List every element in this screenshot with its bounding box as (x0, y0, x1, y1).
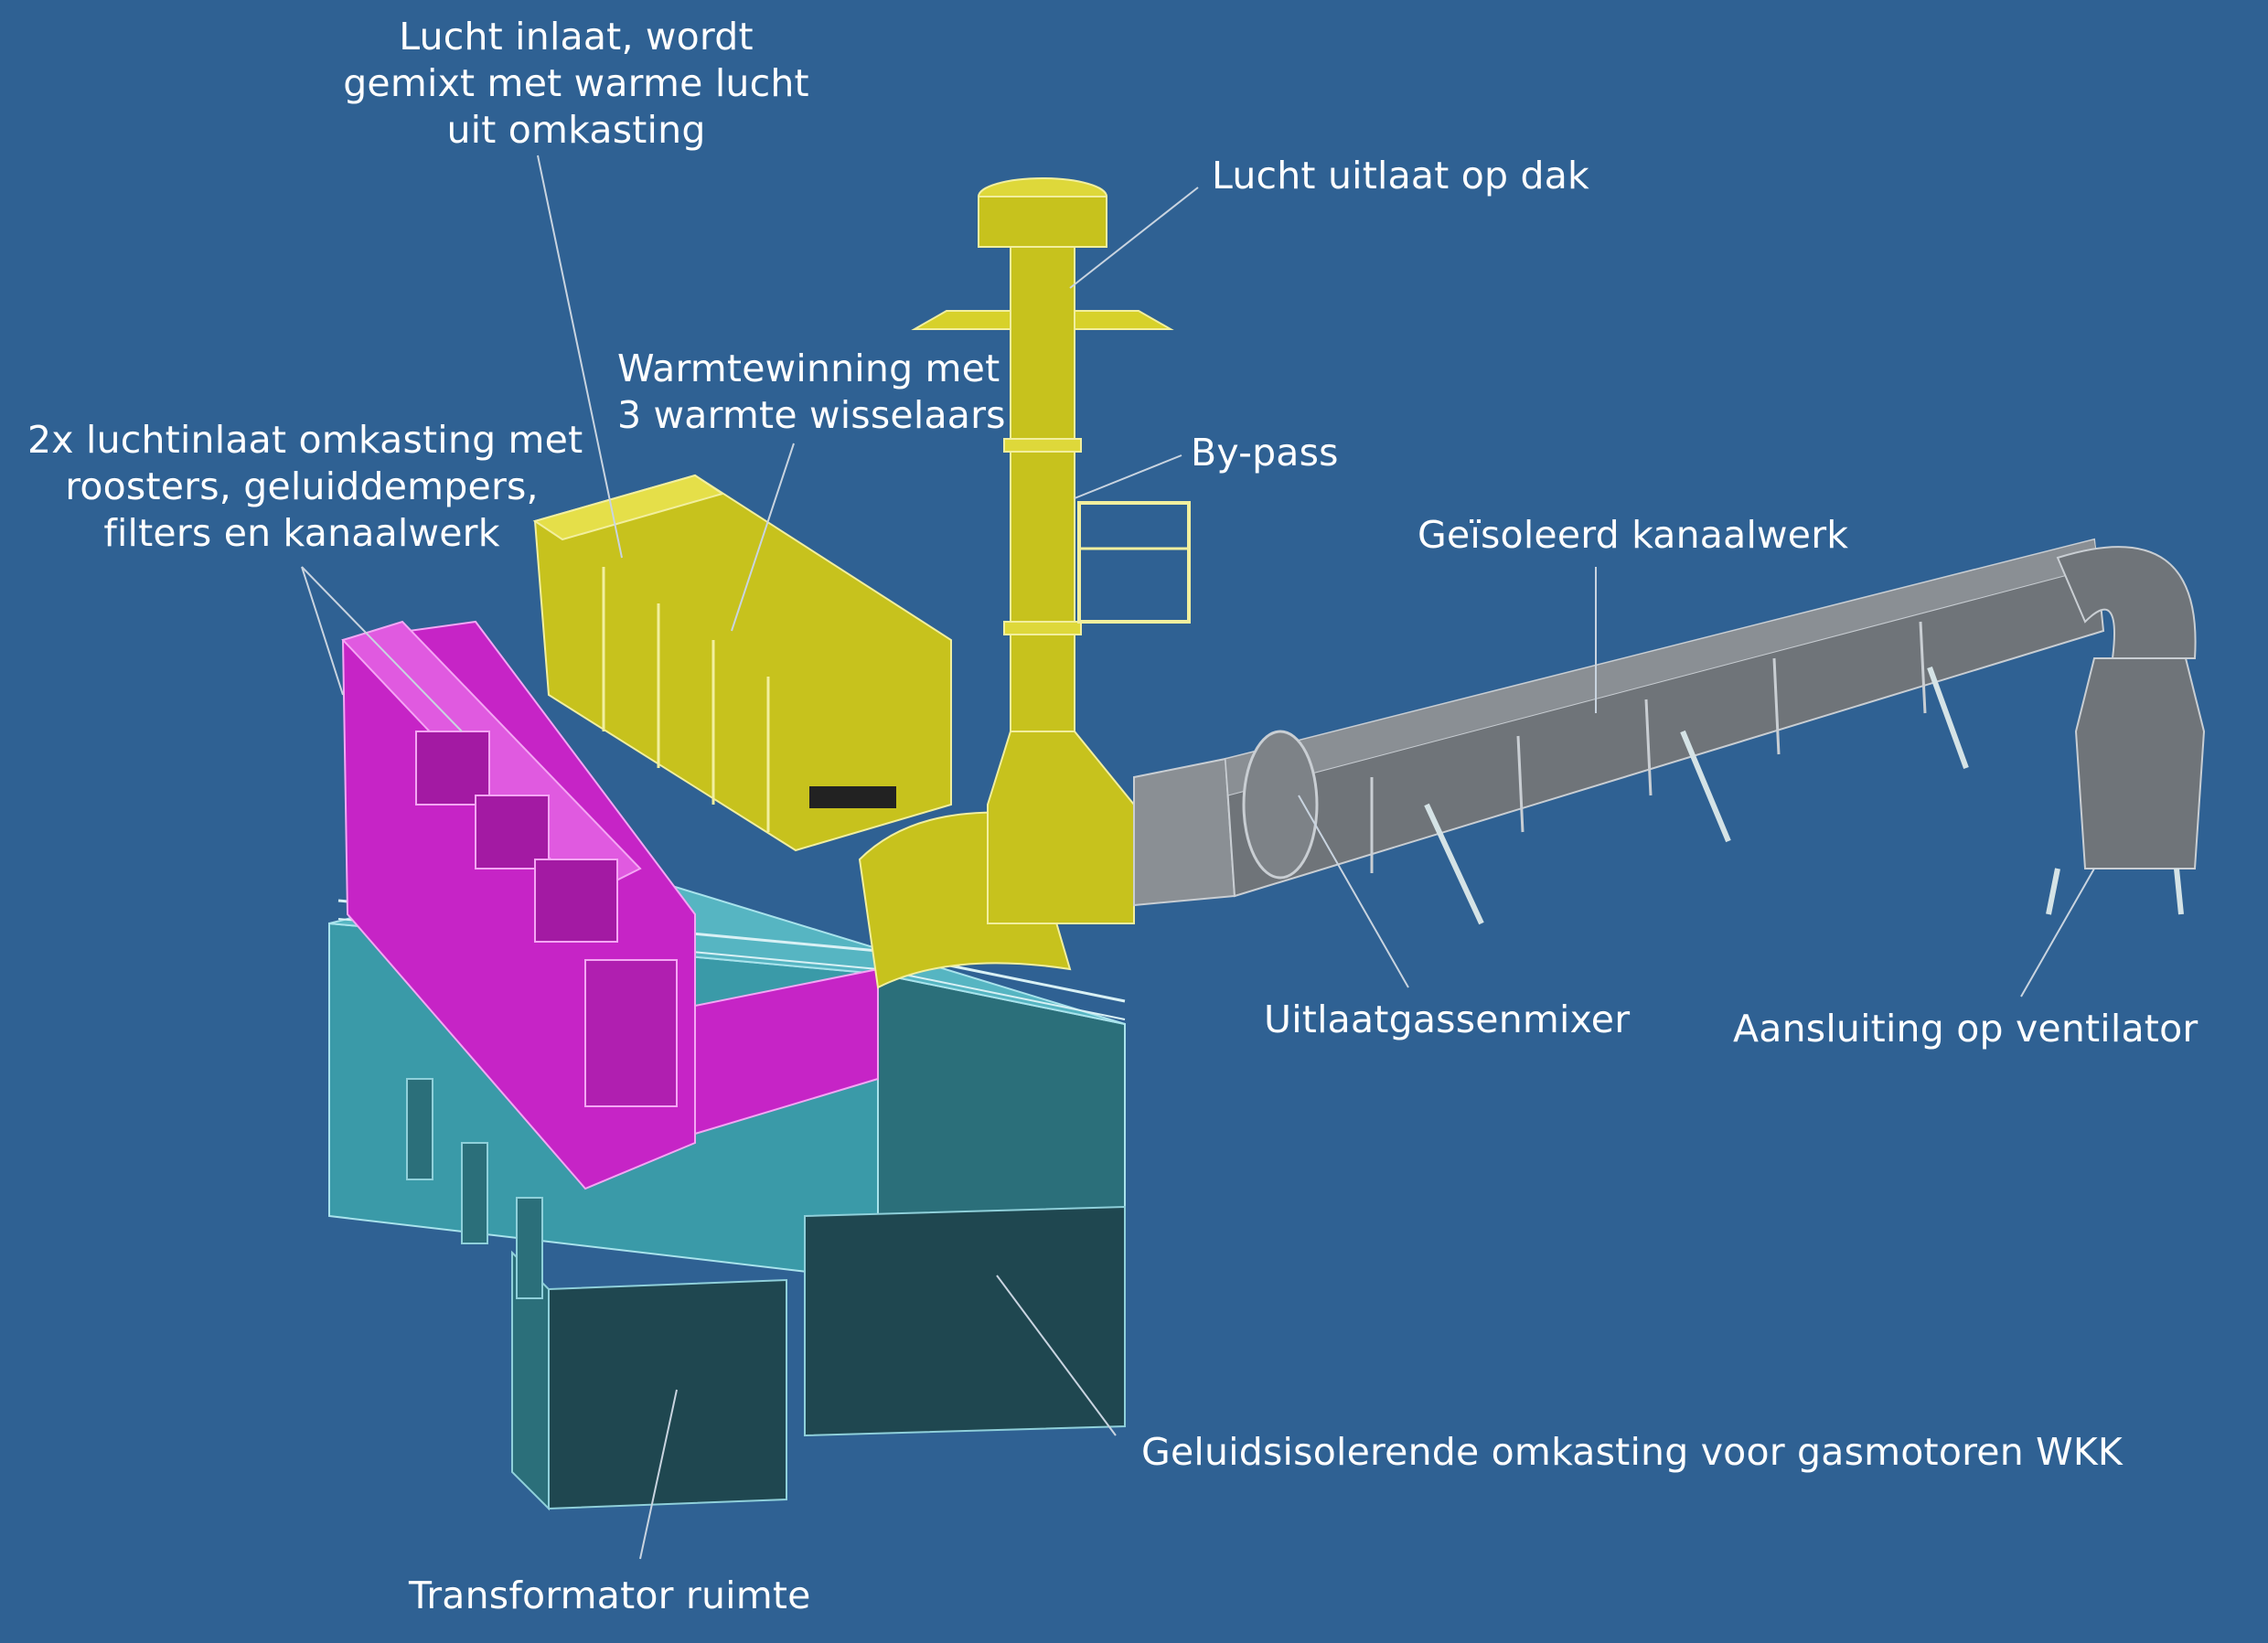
leader-transformator (639, 1389, 678, 1560)
label-transformator-ruimte: Transformator ruimte (409, 1574, 811, 1617)
insulated-ductwork (1133, 538, 2197, 925)
label-aansluiting-ventilator: Aansluiting op ventilator (1733, 1007, 2198, 1051)
leader-geluidsisolerende (996, 1275, 1117, 1436)
leader-bypass (1074, 454, 1182, 499)
label-luchtinlaat-omkasting: 2x luchtinlaat omkasting met roosters, g… (27, 418, 583, 555)
leader-lucht-uitlaat (1069, 187, 1199, 289)
label-lucht-uitlaat: Lucht uitlaat op dak (1212, 154, 1589, 197)
leader-uitlaatgassenmixer (1298, 795, 1409, 988)
leader-warmtewinning (731, 443, 795, 632)
leader-luchtinlaat-b (301, 566, 463, 732)
leader-lucht-inlaat (537, 155, 623, 559)
leader-luchtinlaat-a (301, 566, 344, 696)
label-warmtewinning: Warmtewinning met 3 warmte wisselaars (617, 347, 1006, 437)
label-bypass: By-pass (1191, 431, 1339, 475)
fan-connection (2046, 657, 2206, 915)
air-inlet-enclosures (341, 620, 879, 1190)
label-geluidsisolerende-omkasting: Geluidsisolerende omkasting voor gasmoto… (1141, 1430, 2124, 1474)
label-geisoleerd-kanaalwerk: Geïsoleerd kanaalwerk (1418, 513, 1849, 557)
air-exhaust-stack (911, 177, 1191, 924)
label-uitlaatgassenmixer: Uitlaatgassenmixer (1264, 998, 1631, 1041)
leader-aansluiting (2020, 868, 2095, 998)
label-lucht-inlaat: Lucht inlaat, wordt gemixt met warme luc… (343, 15, 809, 152)
